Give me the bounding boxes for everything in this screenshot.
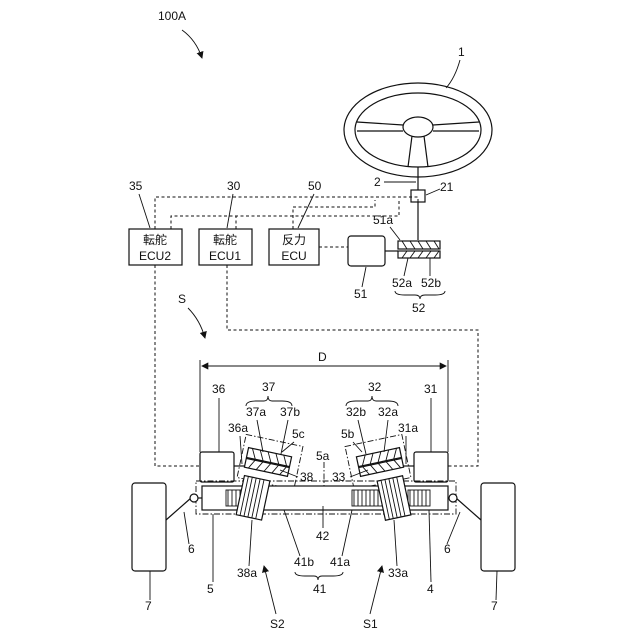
label-51: 51 [354,287,368,301]
label-52: 52 [412,301,426,315]
tie-rod-left-6 [166,494,202,520]
pinion-33a [377,476,411,521]
label-38: 38 [300,470,314,484]
leader-41a [342,510,352,556]
label-D: D [318,350,327,364]
label-S: S [178,292,186,306]
label-6-left: 6 [188,542,195,556]
label-5b: 5b [341,427,355,441]
motor-36 [200,452,234,482]
leader-41b [284,510,300,556]
tie-rod-right-6 [448,494,481,520]
ecu1-box: 転舵 ECU1 [199,229,252,265]
reduction-gear-52 [398,241,440,258]
reaction-motor-51 [348,236,385,266]
leader-37a [257,420,263,452]
label-37b: 37b [280,405,300,419]
leader-6-left [184,512,189,544]
ecu1-line1: 転舵 [213,232,237,247]
arrow-S [188,308,205,338]
pinion-38a [236,476,270,521]
leader-7-right [496,571,497,600]
leader-6-right [447,512,460,544]
leader-30 [227,194,233,228]
label-31: 31 [424,382,438,396]
title-arrow [182,30,202,58]
figure-title: 100A [158,9,186,23]
arrow-S1 [370,566,382,614]
label-32b: 32b [346,405,366,419]
label-32a: 32a [378,405,398,419]
label-50: 50 [308,179,322,193]
ecu2-line2: ECU2 [139,249,171,263]
leader-50 [298,194,314,228]
wheel-left-7 [132,483,166,571]
leader-33a [394,520,397,566]
leader-52a [404,258,408,276]
leader-1 [446,60,460,88]
label-7-right: 7 [491,599,498,613]
leader-35 [139,194,150,228]
leader-38a [249,520,252,566]
label-38a: 38a [237,566,257,580]
label-2: 2 [374,175,381,189]
label-41: 41 [313,582,327,596]
label-31a: 31a [398,421,418,435]
label-7-left: 7 [145,599,152,613]
label-42: 42 [316,529,330,543]
arrow-S2 [264,566,276,614]
leader-4 [429,510,431,582]
label-5c: 5c [292,427,305,441]
label-37: 37 [262,380,276,394]
label-33a: 33a [388,566,408,580]
ecu2-line1: 転舵 [143,232,167,247]
label-1: 1 [458,45,465,59]
label-41a: 41a [330,555,350,569]
reaction-ecu-line1: 反力 [282,233,306,247]
label-4: 4 [427,582,434,596]
label-51a: 51a [373,213,393,227]
brace-41 [295,572,343,580]
reaction-ecu-box: 反力 ECU [269,229,319,265]
label-33: 33 [332,470,346,484]
label-S1: S1 [363,617,378,631]
ecu2-box: 転舵 ECU2 [129,229,182,265]
wheel-right-7 [481,483,515,571]
reaction-ecu-line2: ECU [281,249,306,263]
leader-51 [362,267,366,287]
ecu1-line2: ECU1 [209,249,241,263]
leader-32a [384,420,388,452]
label-35: 35 [129,179,143,193]
label-30: 30 [227,179,241,193]
label-37a: 37a [246,405,266,419]
label-32: 32 [368,380,382,394]
label-21: 21 [440,180,454,194]
leader-21 [426,189,440,195]
label-5a: 5a [316,449,330,463]
leader-51a [390,227,400,240]
label-6-right: 6 [444,542,451,556]
label-52b: 52b [421,276,441,290]
steering-wheel [344,83,492,177]
leader-37b [281,420,288,454]
label-36a: 36a [228,421,248,435]
label-S2: S2 [270,617,285,631]
label-36: 36 [212,382,226,396]
label-5: 5 [207,582,214,596]
label-41b: 41b [294,555,314,569]
label-52a: 52a [392,276,412,290]
brace-52 [395,291,445,299]
motor-31 [414,452,448,482]
